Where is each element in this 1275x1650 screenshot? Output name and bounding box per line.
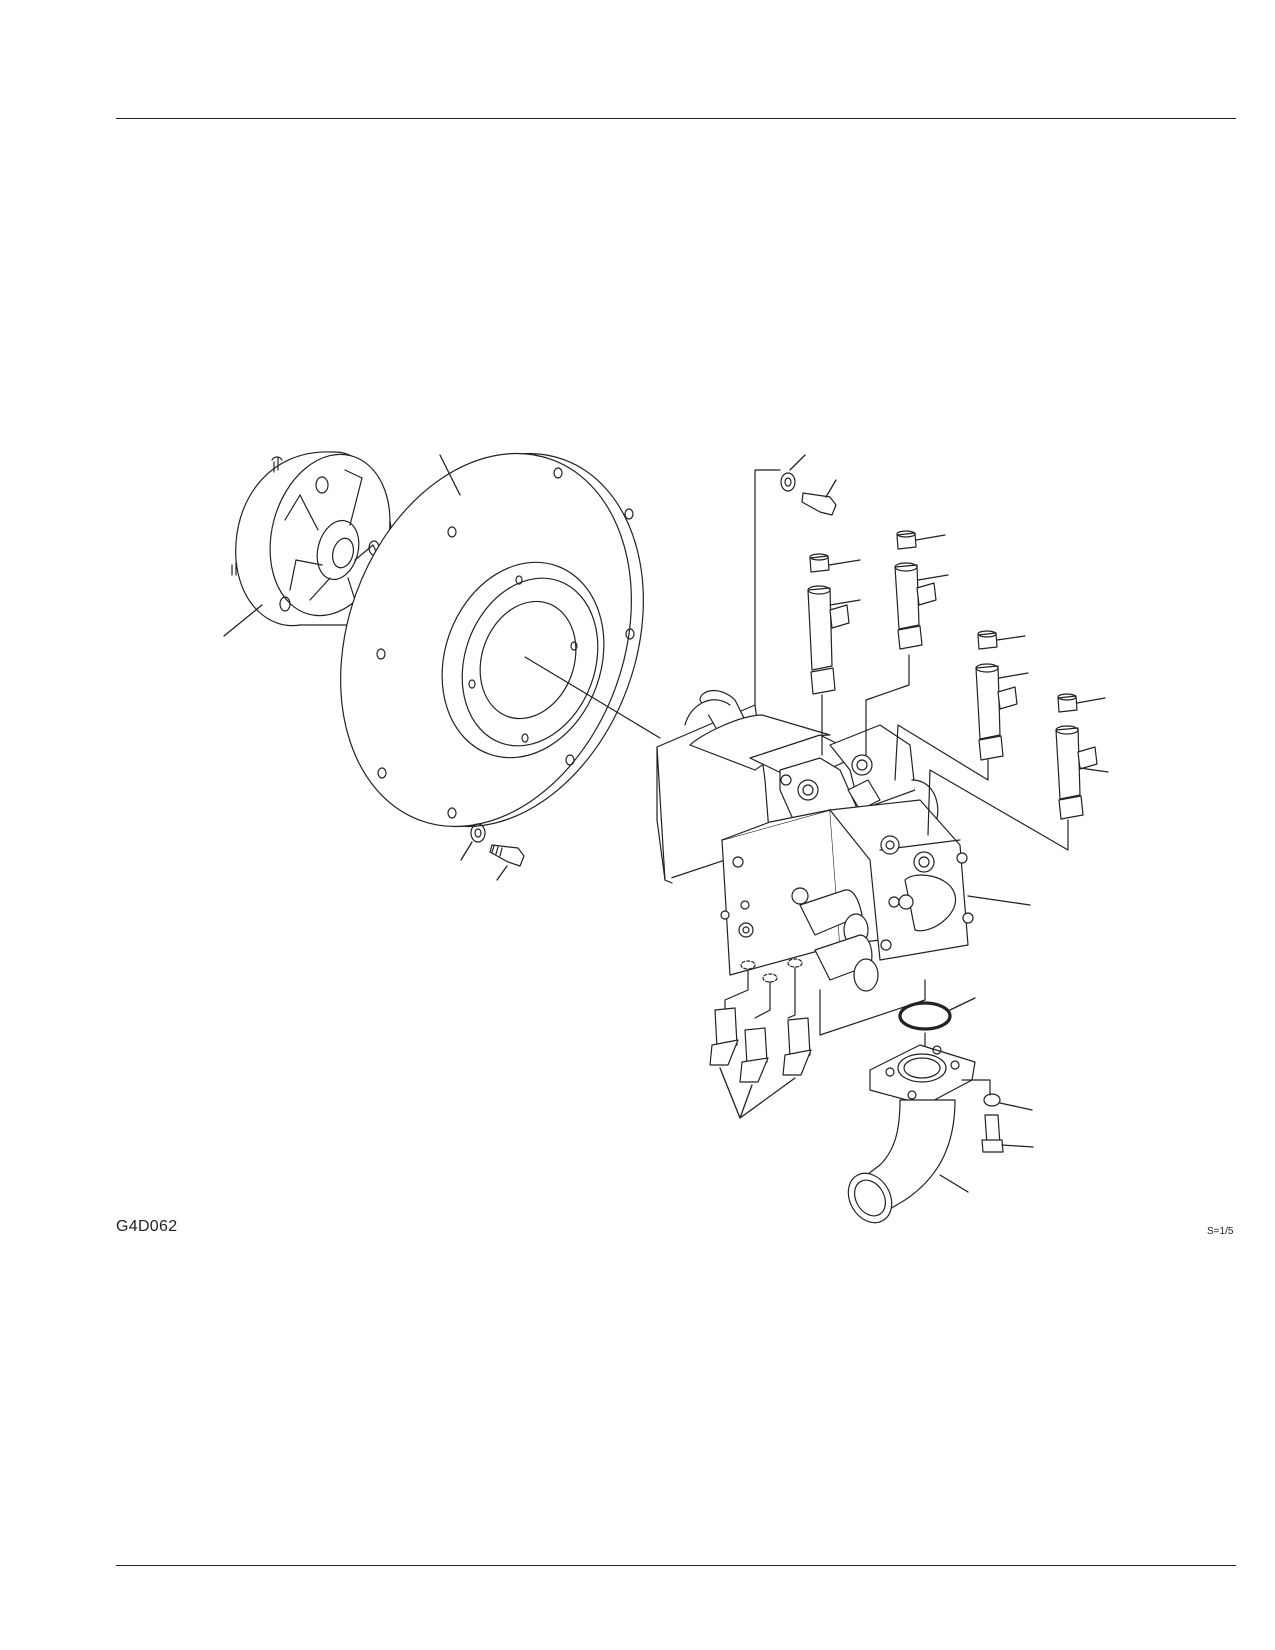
lower-fittings-part (710, 959, 811, 1118)
upper-fittings-part (781, 455, 1108, 819)
housing-bolt-part (461, 824, 524, 880)
footer-rule (116, 1565, 1236, 1566)
header-rule (116, 118, 1236, 119)
assembly-leader-lines (755, 470, 1068, 905)
flywheel-housing-part (291, 412, 694, 867)
figure-code: G4D062 (116, 1218, 178, 1235)
scale-label: S=1/5 (1207, 1226, 1234, 1237)
elbow-and-oring-part (820, 980, 1033, 1231)
hydraulic-pump-body-part (657, 691, 973, 991)
